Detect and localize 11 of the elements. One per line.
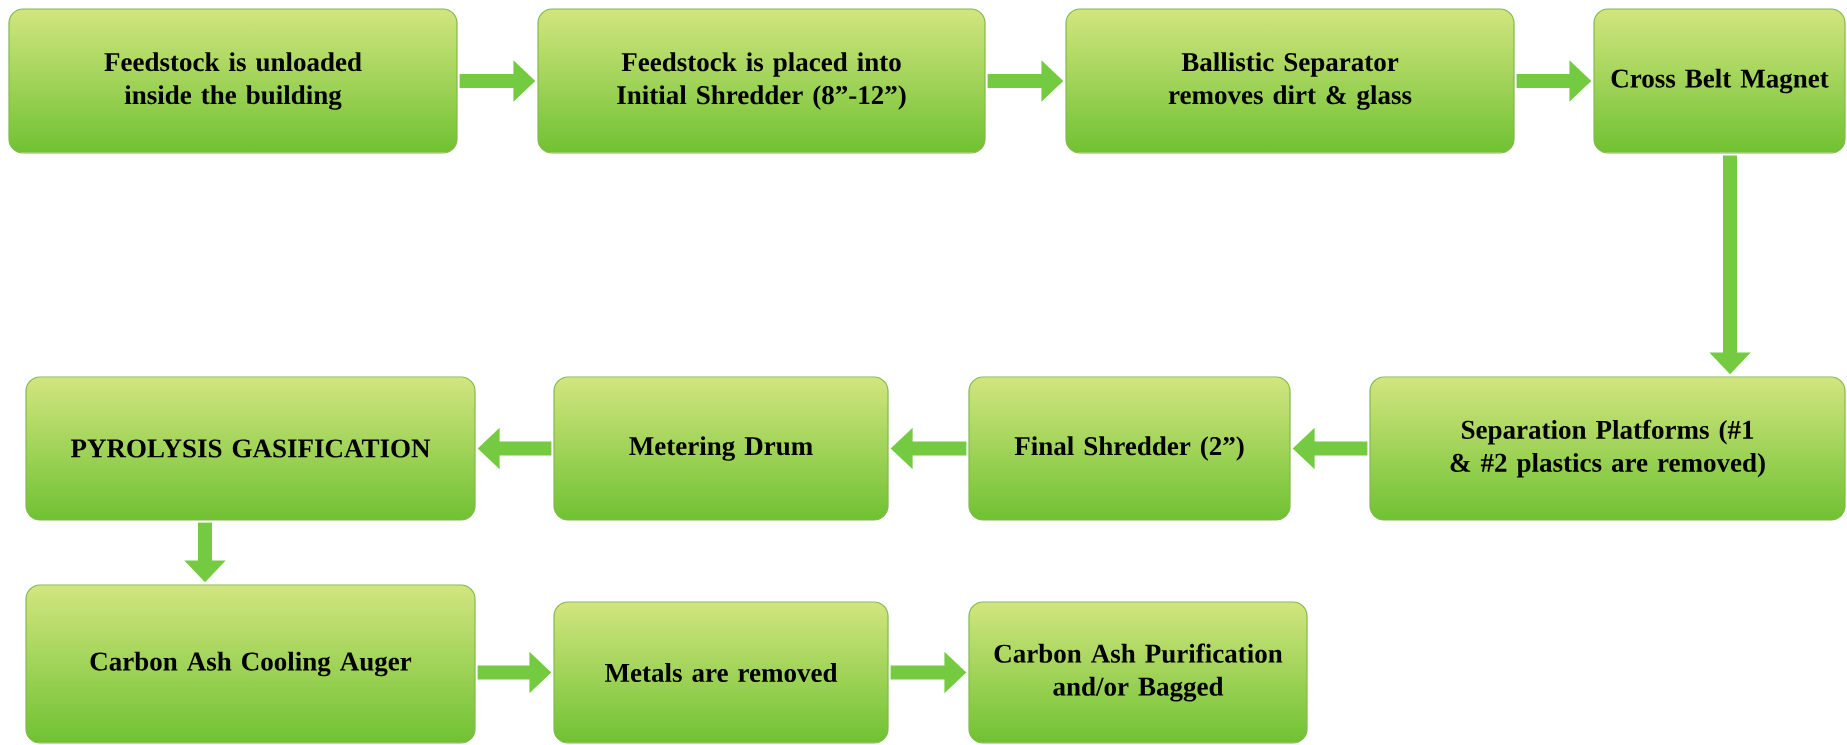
process-box: Cross Belt Magnet — [1593, 8, 1846, 154]
process-box: Carbon Ash Purification and/or Bagged — [968, 601, 1308, 744]
process-box: Feedstock is unloaded inside the building — [8, 8, 458, 154]
process-box: Ballistic Separator removes dirt & glass — [1065, 8, 1515, 154]
process-box: Carbon Ash Cooling Auger — [25, 584, 476, 744]
process-box: Feedstock is placed into Initial Shredder (8”-12”) — [537, 8, 986, 154]
process-box: Metals are removed — [553, 601, 889, 744]
process-box: Separation Platforms (#1 & #2 plastics are removed) — [1369, 376, 1846, 521]
process-box: Metering Drum — [553, 376, 889, 521]
process-box: PYROLYSIS GASIFICATION — [25, 376, 476, 521]
process-box: Final Shredder (2”) — [968, 376, 1291, 521]
